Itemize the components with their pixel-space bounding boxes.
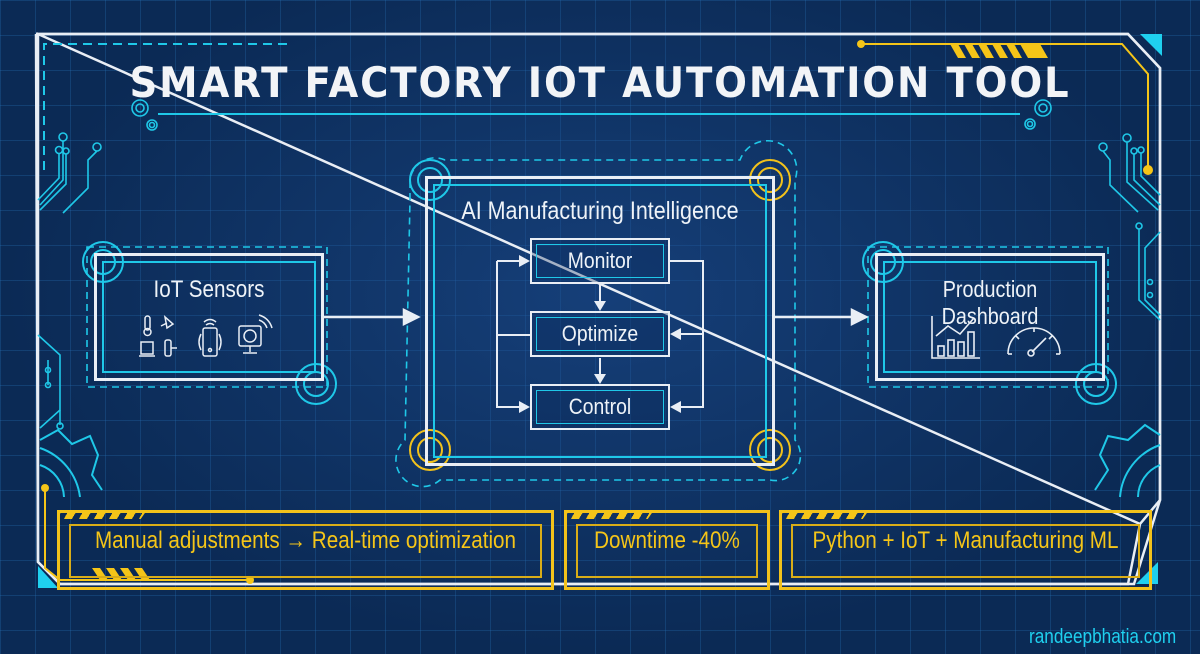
- iot-sensors-inner-border: [102, 261, 316, 373]
- dashboard-inner-border: [883, 261, 1097, 373]
- badge-inner-border: [791, 524, 1140, 578]
- valve-icon: [164, 339, 177, 357]
- satellite-dish-icon: [160, 315, 175, 330]
- ai-intelligence-inner-border: [433, 184, 767, 458]
- step-control: Control: [530, 384, 670, 430]
- badge-realtime-optimization: Manual adjustments → Real-time optimizat…: [57, 510, 554, 590]
- hazard-stripes: [57, 510, 147, 519]
- computer-icon: [139, 341, 155, 357]
- wireless-monitor-icon: [238, 314, 273, 354]
- hazard-stripes: [779, 510, 869, 519]
- dashboard-title: Production Dashboard: [941, 276, 1039, 329]
- ai-intelligence-title: AI Manufacturing Intelligence: [461, 197, 739, 225]
- ai-intelligence-node: AI Manufacturing Intelligence: [425, 176, 775, 466]
- badge-tech-stack: Python + IoT + Manufacturing ML: [779, 510, 1152, 590]
- page-title: SMART FACTORY IOT AUTOMATION TOOL: [129, 58, 1071, 107]
- step-monitor: Monitor: [530, 238, 670, 284]
- step-optimize: Optimize: [530, 311, 670, 357]
- iot-sensors-title: IoT Sensors: [153, 276, 265, 303]
- gauge-icon: [1007, 327, 1061, 357]
- wireless-device-icon: [198, 318, 222, 357]
- step-label: Control: [568, 394, 632, 419]
- production-dashboard-node: Production Dashboard: [875, 253, 1105, 381]
- step-inner-border: [536, 317, 664, 351]
- sensor-icons: [139, 314, 273, 357]
- badge-downtime: Downtime -40%: [564, 510, 770, 590]
- step-label: Monitor: [567, 248, 633, 273]
- step-inner-border: [536, 244, 664, 278]
- thermometer-icon: [143, 315, 152, 337]
- badge-inner-border: [69, 524, 542, 578]
- badge-label: Manual adjustments → Real-time optimizat…: [94, 527, 516, 554]
- step-inner-border: [536, 390, 664, 424]
- badge-label: Downtime -40%: [594, 527, 740, 554]
- bar-line-chart-icon: [931, 316, 980, 359]
- badge-inner-border: [576, 524, 758, 578]
- iot-sensors-node: IoT Sensors: [94, 253, 324, 381]
- footer-site-link[interactable]: randeepbhatia.com: [1028, 626, 1176, 648]
- badge-label: Python + IoT + Manufacturing ML: [812, 527, 1119, 554]
- hazard-stripes: [564, 510, 654, 519]
- step-label: Optimize: [561, 321, 639, 346]
- dashboard-icons: [931, 316, 1061, 359]
